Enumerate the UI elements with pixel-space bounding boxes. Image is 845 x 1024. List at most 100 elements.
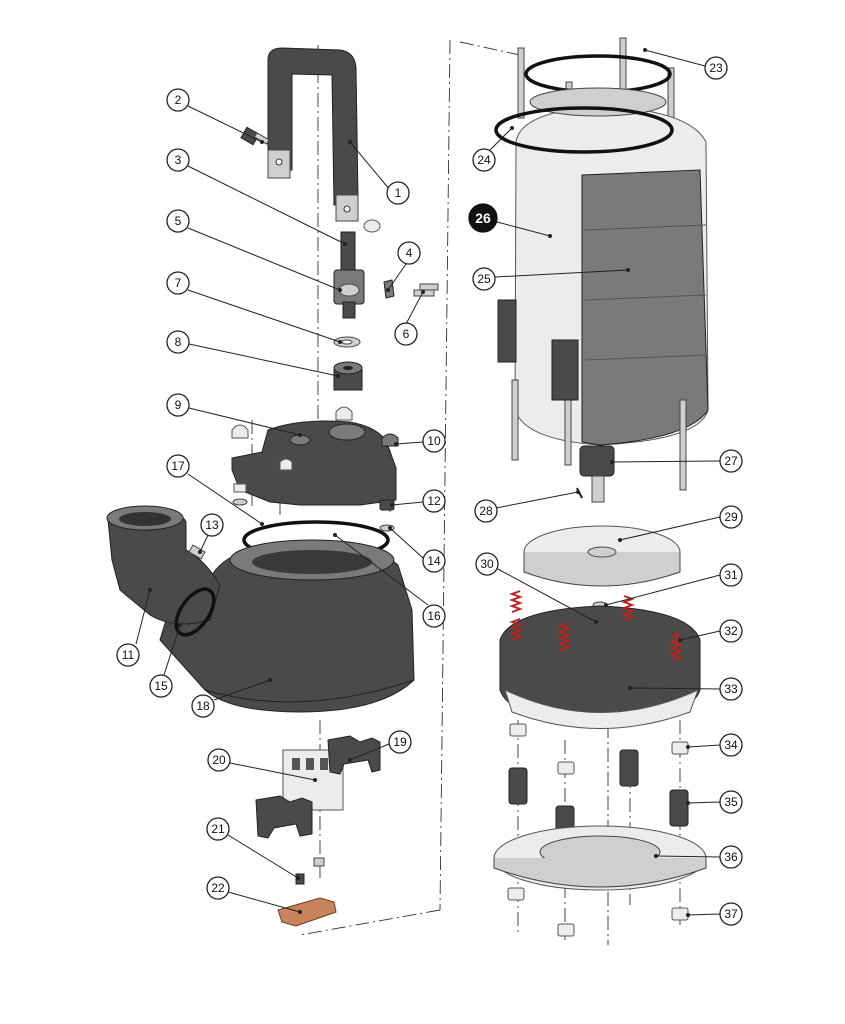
impeller-plate-part-29: [523, 525, 681, 587]
callouts: 1 2 3 4 5 6 7 8 9 10 11 12 13 14 15 16 1: [116, 48, 743, 926]
svg-text:14: 14: [427, 554, 441, 568]
oring-part-24: [494, 106, 674, 154]
callout-21: 21: [206, 817, 230, 841]
nuts-part-37: [507, 887, 689, 937]
screw-part-2: [240, 126, 270, 146]
svg-text:28: 28: [479, 504, 493, 518]
callout-26-highlighted: 26: [468, 203, 498, 233]
volute-part-18: [159, 539, 415, 713]
svg-text:15: 15: [154, 679, 168, 693]
cap-nut-left: [231, 424, 249, 439]
callout-13: 13: [200, 513, 224, 537]
callout-8: 8: [166, 330, 190, 354]
callout-37: 37: [719, 902, 743, 926]
foot-plate-part-36: [493, 825, 707, 891]
nuts-part-34: [509, 723, 689, 775]
callout-31: 31: [719, 563, 743, 587]
callout-7: 7: [166, 271, 190, 295]
callout-25: 25: [472, 267, 496, 291]
svg-text:23: 23: [709, 61, 723, 75]
callout-22: 22: [206, 876, 230, 900]
svg-text:5: 5: [175, 214, 182, 228]
callout-5: 5: [166, 209, 190, 233]
callout-17: 17: [166, 454, 190, 478]
svg-text:29: 29: [724, 510, 738, 524]
callout-9: 9: [166, 393, 190, 417]
svg-text:37: 37: [724, 907, 738, 921]
cover-part-9: [231, 420, 397, 506]
svg-text:32: 32: [724, 624, 738, 638]
callout-2: 2: [166, 88, 190, 112]
bracket-part-22: [277, 897, 337, 927]
svg-text:18: 18: [196, 699, 210, 713]
svg-text:17: 17: [171, 459, 185, 473]
callout-23: 23: [704, 56, 728, 80]
svg-text:16: 16: [427, 609, 441, 623]
bolt-part-handle: [363, 219, 381, 233]
svg-text:35: 35: [724, 795, 738, 809]
callout-18: 18: [191, 694, 215, 718]
callout-20: 20: [207, 748, 231, 772]
callout-4: 4: [397, 241, 421, 265]
handle-part-1: [267, 47, 359, 222]
svg-text:19: 19: [393, 735, 407, 749]
callout-19: 19: [388, 730, 412, 754]
seal-part-27: [579, 445, 615, 503]
end-clamp-part-19: [327, 735, 381, 775]
svg-text:36: 36: [724, 850, 738, 864]
nut-part-10: [381, 433, 399, 447]
screw-part-21: [295, 857, 325, 885]
svg-text:27: 27: [724, 454, 738, 468]
svg-text:34: 34: [724, 738, 738, 752]
oring-top: [524, 54, 672, 94]
pins-part-6: [413, 283, 439, 297]
callout-6: 6: [394, 322, 418, 346]
callout-28: 28: [474, 499, 498, 523]
svg-text:31: 31: [724, 568, 738, 582]
washer-part-17: [232, 483, 248, 506]
bushing-part-8: [333, 361, 363, 391]
callout-3: 3: [166, 148, 190, 172]
svg-text:33: 33: [724, 682, 738, 696]
svg-text:21: 21: [211, 822, 225, 836]
svg-text:22: 22: [211, 881, 225, 895]
callout-1: 1: [386, 181, 410, 205]
svg-text:9: 9: [175, 398, 182, 412]
svg-text:26: 26: [475, 210, 491, 226]
svg-text:6: 6: [403, 327, 410, 341]
svg-text:11: 11: [122, 648, 135, 662]
fitting-part-13: [188, 544, 206, 560]
callout-32: 32: [719, 619, 743, 643]
gasket-part-15: [174, 587, 216, 637]
callout-15: 15: [149, 674, 173, 698]
base-part-33: [499, 605, 701, 729]
callout-16: 16: [422, 604, 446, 628]
callout-30: 30: [475, 552, 499, 576]
callout-33: 33: [719, 677, 743, 701]
callout-14: 14: [422, 549, 446, 573]
svg-text:3: 3: [175, 153, 182, 167]
svg-text:1: 1: [395, 186, 402, 200]
svg-text:25: 25: [477, 272, 491, 286]
svg-text:2: 2: [175, 93, 182, 107]
callout-10: 10: [422, 429, 446, 453]
callout-29: 29: [719, 505, 743, 529]
coupling-part-5: [333, 269, 365, 319]
svg-text:8: 8: [175, 335, 182, 349]
end-clamp-lower: [255, 795, 313, 839]
svg-text:12: 12: [427, 494, 441, 508]
svg-text:13: 13: [205, 518, 219, 532]
cap-nut-center: [335, 406, 353, 421]
callout-12: 12: [422, 489, 446, 513]
callout-24: 24: [472, 148, 496, 172]
callout-27: 27: [719, 449, 743, 473]
washer-part-7: [333, 336, 361, 348]
svg-text:7: 7: [175, 276, 182, 290]
callout-34: 34: [719, 733, 743, 757]
motor-housing-part-25: [514, 87, 709, 446]
motor-legs: [497, 299, 687, 491]
svg-text:10: 10: [427, 434, 441, 448]
callout-35: 35: [719, 790, 743, 814]
svg-text:4: 4: [406, 246, 413, 260]
